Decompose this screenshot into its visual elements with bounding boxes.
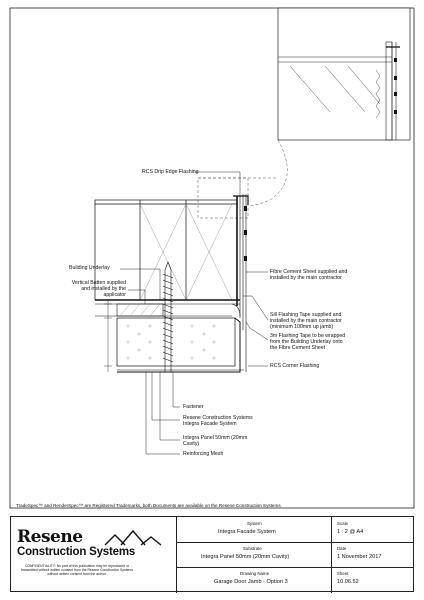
label-sill-flashing-line3: (minimum 100mm up jamb)	[270, 324, 334, 330]
sheet-caption: Sheet	[337, 571, 349, 576]
vertical-batten	[116, 303, 164, 317]
label-sill-flashing: Sill Flashing Tape supplied and installe…	[270, 312, 342, 330]
title-block: Resene Construction Systems CONFIDENTIAL…	[10, 516, 414, 593]
substrate-value: Integra Panel 50mm (20mm Cavity)	[201, 554, 290, 560]
tb-divider-1	[176, 517, 177, 593]
brand-logo-resene: Resene	[17, 527, 83, 547]
system-caption: System	[247, 521, 262, 526]
frame-crosshatch	[139, 203, 233, 301]
batten-hatch	[119, 303, 161, 317]
brand-logo-construction: Construction Systems	[17, 546, 136, 558]
label-reinforcing-mesh: Reinforcing Mesh	[183, 451, 224, 457]
label-integra-panel: Integra Panel 50mm (20mm Cavity)	[183, 435, 247, 447]
tb-row-2	[176, 567, 414, 568]
fastener-screw	[162, 261, 174, 372]
date-value: 1 November 2017	[337, 554, 382, 560]
label-vertical-batten: Vertical Batten supplied and installed b…	[56, 280, 126, 298]
panel-hatch	[126, 324, 216, 360]
confidentiality-note: CONFIDENTIALITY: No part of this publica…	[20, 564, 134, 577]
label-fibre-cement: Fibre Cement Sheet supplied and installe…	[270, 269, 347, 281]
scale-caption: Scale	[337, 521, 348, 526]
label-vertical-batten-line1: Vertical Batten supplied	[71, 280, 126, 286]
callout-detail	[278, 41, 400, 141]
label-integra-panel-line2: Cavity)	[183, 441, 200, 447]
label-vertical-batten-line2: and installed by the	[81, 286, 126, 292]
integra-panel	[116, 317, 244, 373]
label-fibre-cement-line2: installed by the main contractor	[270, 275, 342, 281]
substrate-caption: Substrate	[243, 546, 262, 551]
label-fastener: Fastener	[183, 404, 204, 410]
system-value: Integra Facade System	[218, 529, 276, 535]
label-corner-flashing: RCS Corner Flashing	[270, 363, 320, 369]
callout-black-fixings	[394, 58, 397, 114]
label-sill-flashing-line1: Sill Flashing Tape supplied and	[270, 312, 342, 318]
label-facade-system-line1: Resene Construction Systems	[183, 415, 253, 421]
dimension-marks	[104, 300, 112, 372]
label-integra-panel-line1: Integra Panel 50mm (20mm	[183, 435, 248, 441]
label-flashing-tape-line1: 3m Flashing Tape to be wrapped	[270, 333, 346, 339]
drip-edge-fixings	[244, 206, 247, 261]
trademark-note: TradeSpec™ and RenderSpec™ are Registere…	[16, 503, 281, 508]
label-sill-flashing-line2: installed by the main contractor	[270, 318, 342, 324]
drawing-value: Garage Door Jamb - Option 3	[214, 579, 288, 585]
label-drip-edge: RCS Drip Edge Flashing	[142, 169, 199, 175]
label-facade-system: Resene Construction Systems Integra Faca…	[183, 415, 253, 427]
label-flashing-tape-line3: the Fibre Cement Sheet	[270, 345, 326, 351]
label-building-underlay: Building Underlay	[69, 265, 110, 271]
detail-callout-box	[277, 7, 411, 141]
date-caption: Date	[337, 546, 347, 551]
label-vertical-batten-line3: applicator	[103, 292, 127, 298]
leader-lines	[120, 171, 269, 455]
label-fibre-cement-line1: Fibre Cement Sheet supplied and	[270, 269, 348, 275]
scale-value: 1 : 2 @ A4	[337, 529, 364, 535]
sheet-border	[9, 7, 415, 509]
label-flashing-tape-line2: from the Building Underlay onto	[270, 339, 343, 345]
label-facade-system-line2: Integra Facade System	[183, 421, 237, 427]
drawing-caption: Drawing Name	[240, 571, 270, 576]
detail-reference-box	[197, 177, 249, 219]
house-logo-icon	[104, 529, 162, 546]
label-flashing-tape: 3m Flashing Tape to be wrapped from the …	[270, 333, 345, 351]
sheet-value: 10.06.52	[337, 579, 359, 585]
tb-divider-2	[331, 517, 332, 593]
jamb-flashing	[233, 194, 249, 372]
tb-row-1	[176, 542, 414, 543]
